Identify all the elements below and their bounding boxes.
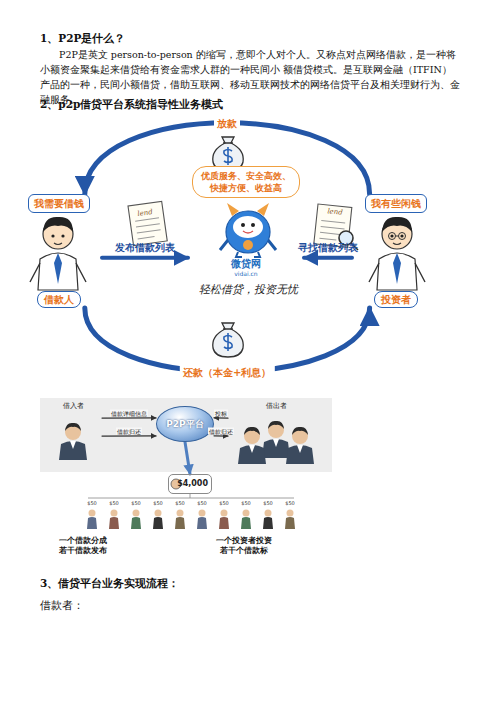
- role-label: 借出者: [266, 402, 287, 411]
- flow-arrow: [185, 442, 190, 474]
- flow-arrow: [304, 256, 352, 260]
- logo-text: 微贷网: [231, 258, 261, 270]
- sub-heading: 借款者：: [40, 598, 240, 612]
- note-text: 一个投资者投资 若干个借款标: [216, 536, 272, 556]
- amount-tag: $50: [258, 500, 278, 506]
- flow-arrow: [214, 417, 228, 418]
- investor-node: 我有些闲钱投资者: [352, 194, 440, 308]
- photo-band: [40, 398, 332, 472]
- amount-tag: $50: [126, 500, 146, 506]
- role-label: 借款人: [37, 291, 81, 308]
- flow-arrow: [85, 308, 370, 372]
- platform-ellipse: P2P平台: [156, 406, 214, 442]
- amount-tag: $50: [280, 500, 300, 506]
- person-figure: [59, 423, 87, 460]
- person-figure: [238, 427, 266, 464]
- flow-arrow: [214, 435, 228, 436]
- role-label: 投资者: [374, 291, 418, 308]
- mascot: [220, 203, 276, 257]
- section-heading: 1、P2P是什么？: [40, 31, 340, 45]
- note-text: 一个借款分成 若干借款发布: [58, 536, 108, 556]
- slogan-bubble: 优质服务、安全高效、 快捷方便、收益高: [192, 166, 300, 198]
- edge-label: 寻找借款列表: [298, 242, 358, 254]
- amount-tag: $50: [104, 500, 124, 506]
- person-figure: [286, 427, 314, 464]
- lend-document: [128, 201, 167, 245]
- flow-arrow: [102, 417, 156, 418]
- edge-label: 借款归还: [208, 427, 234, 434]
- amount-tag: $50: [236, 500, 256, 506]
- borrower-cartoon: [30, 217, 86, 290]
- flow-arrow: [102, 256, 188, 260]
- money-bag: [213, 323, 244, 357]
- amount-tag: $50: [82, 500, 102, 506]
- role-label: 借入者: [63, 402, 84, 411]
- logo-url: vidai.cn: [234, 270, 257, 278]
- split-bracket: [88, 494, 294, 498]
- crowd: [87, 510, 295, 530]
- edge-label: 放款: [214, 116, 240, 129]
- glasses: [389, 233, 406, 240]
- slogan-text: 轻松借贷，投资无忧: [183, 283, 313, 297]
- lender-group: 借出者: [228, 402, 324, 464]
- platform-node: 优质服务、安全高效、 快捷方便、收益高微贷网vidai.cn: [188, 166, 304, 278]
- speech-bubble: 我需要借钱: [28, 194, 90, 213]
- investor-cartoon: [369, 217, 425, 290]
- amount-tag: $50: [148, 500, 168, 506]
- flow-arrow: [102, 435, 156, 436]
- edge-label: 发布借款列表: [115, 242, 175, 254]
- person-figure: [262, 421, 290, 458]
- amount-tag: $50: [170, 500, 190, 506]
- amount-tag: $50: [214, 500, 234, 506]
- speech-bubble: 我有些闲钱: [365, 194, 427, 213]
- platform-name: P2P平台: [166, 419, 203, 430]
- borrower-node: 我需要借钱借款人: [16, 194, 102, 308]
- edge-label: 借款详细信息: [110, 410, 148, 417]
- amount-box: $4,000: [168, 474, 212, 494]
- edge-label: 还款（本金+利息）: [180, 365, 274, 378]
- section-heading: 3、借贷平台业务实现流程：: [40, 576, 360, 590]
- borrower-group: 借入者: [44, 402, 102, 464]
- amount-tag: $50: [192, 500, 212, 506]
- section-heading: 2、p2p借贷平台系统指导性业务模式: [40, 97, 360, 111]
- edge-label: 投标: [214, 410, 228, 417]
- edge-label: 借款归还: [116, 427, 142, 434]
- amount-text: $4,000: [177, 479, 208, 489]
- amount-card: [168, 474, 212, 494]
